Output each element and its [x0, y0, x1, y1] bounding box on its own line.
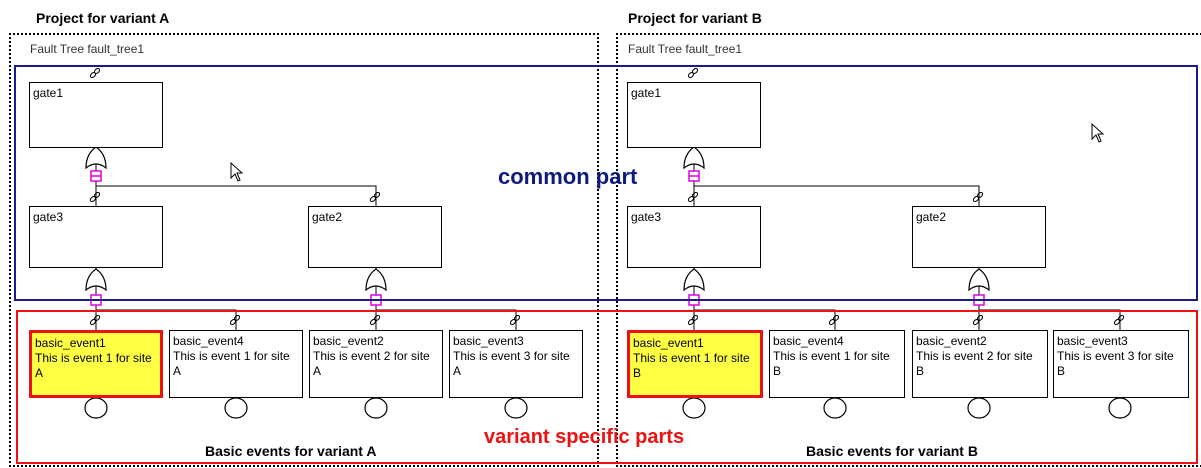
- basic-event-box-highlighted[interactable]: basic_event1 This is event 1 for site B: [627, 330, 763, 398]
- link-icon: [369, 191, 381, 203]
- basic-event-circle: [224, 397, 248, 419]
- link-icon: [828, 314, 840, 326]
- event-name: basic_event4: [173, 334, 244, 348]
- basic-event-box[interactable]: basic_event2 This is event 2 for site B: [912, 330, 1048, 398]
- event-description: This is event 3 for site A: [453, 349, 570, 378]
- gate-label: gate3: [631, 210, 662, 224]
- gate-label: gate1: [33, 86, 64, 100]
- gate-box[interactable]: gate1: [29, 82, 163, 148]
- variant-specific-label: variant specific parts: [484, 426, 685, 448]
- basic-event-box[interactable]: basic_event2 This is event 2 for site A: [309, 330, 443, 398]
- cursor-icon: [230, 161, 244, 182]
- link-icon: [972, 314, 984, 326]
- or-gate-icon: [683, 268, 705, 292]
- project-b-title: Project for variant B: [628, 10, 762, 26]
- event-name: basic_event2: [916, 334, 987, 348]
- common-part-frame: [14, 65, 1198, 301]
- basic-event-box[interactable]: basic_event3 This is event 3 for site B: [1053, 330, 1189, 398]
- gate-box[interactable]: gate3: [627, 206, 761, 268]
- event-name: basic_event1: [35, 336, 106, 350]
- link-icon: [89, 67, 101, 79]
- event-description: This is event 1 for site B: [633, 351, 750, 380]
- link-icon: [687, 67, 699, 79]
- or-gate-icon: [683, 146, 705, 170]
- variant-specific-frame: [16, 310, 1198, 464]
- or-gate-icon: [968, 268, 990, 292]
- basic-event-circle: [364, 397, 388, 419]
- gate-box[interactable]: gate2: [912, 206, 1046, 268]
- event-name: basic_event1: [633, 336, 704, 350]
- basic-event-box[interactable]: basic_event4 This is event 1 for site A: [169, 330, 303, 398]
- event-name: basic_event3: [1057, 334, 1128, 348]
- basic-events-label-a: Basic events for variant A: [205, 443, 377, 459]
- or-gate-icon: [85, 268, 107, 292]
- event-name: basic_event3: [453, 334, 524, 348]
- link-icon: [89, 191, 101, 203]
- event-name: basic_event2: [313, 334, 384, 348]
- link-icon: [1113, 314, 1125, 326]
- project-a-frame: [9, 33, 599, 467]
- event-description: This is event 3 for site B: [1057, 349, 1174, 378]
- fault-tree-label-a: Fault Tree fault_tree1: [30, 42, 145, 56]
- gate-label: gate2: [916, 210, 947, 224]
- event-description: This is event 1 for site B: [773, 349, 890, 378]
- basic-event-circle: [84, 397, 108, 419]
- event-description: This is event 1 for site A: [35, 351, 152, 380]
- event-description: This is event 2 for site B: [916, 349, 1033, 378]
- event-name: basic_event4: [773, 334, 844, 348]
- common-part-label: common part: [498, 164, 638, 189]
- gate-box[interactable]: gate1: [627, 82, 761, 148]
- link-icon: [687, 314, 699, 326]
- basic-event-circle: [504, 397, 528, 419]
- gate-label: gate3: [33, 210, 64, 224]
- basic-events-label-b: Basic events for variant B: [806, 443, 978, 459]
- basic-event-box[interactable]: basic_event4 This is event 1 for site B: [769, 330, 905, 398]
- link-icon: [89, 314, 101, 326]
- basic-event-circle: [682, 397, 706, 419]
- project-b-frame: [616, 33, 1201, 467]
- link-icon: [229, 314, 241, 326]
- cursor-icon: [1091, 122, 1105, 143]
- gate-label: gate1: [631, 86, 662, 100]
- basic-event-circle: [967, 397, 991, 419]
- link-icon: [972, 191, 984, 203]
- link-icon: [509, 314, 521, 326]
- link-icon: [687, 191, 699, 203]
- event-description: This is event 1 for site A: [173, 349, 290, 378]
- project-a-title: Project for variant A: [36, 10, 170, 26]
- basic-event-box-highlighted[interactable]: basic_event1 This is event 1 for site A: [29, 330, 163, 398]
- or-gate-icon: [85, 146, 107, 170]
- event-description: This is event 2 for site A: [313, 349, 430, 378]
- link-icon: [369, 314, 381, 326]
- gate-box[interactable]: gate2: [308, 206, 442, 268]
- or-gate-icon: [365, 268, 387, 292]
- fault-tree-label-b: Fault Tree fault_tree1: [628, 42, 743, 56]
- basic-event-box[interactable]: basic_event3 This is event 3 for site A: [449, 330, 583, 398]
- basic-event-circle: [1108, 397, 1132, 419]
- basic-event-circle: [823, 397, 847, 419]
- gate-box[interactable]: gate3: [29, 206, 163, 268]
- gate-label: gate2: [312, 210, 343, 224]
